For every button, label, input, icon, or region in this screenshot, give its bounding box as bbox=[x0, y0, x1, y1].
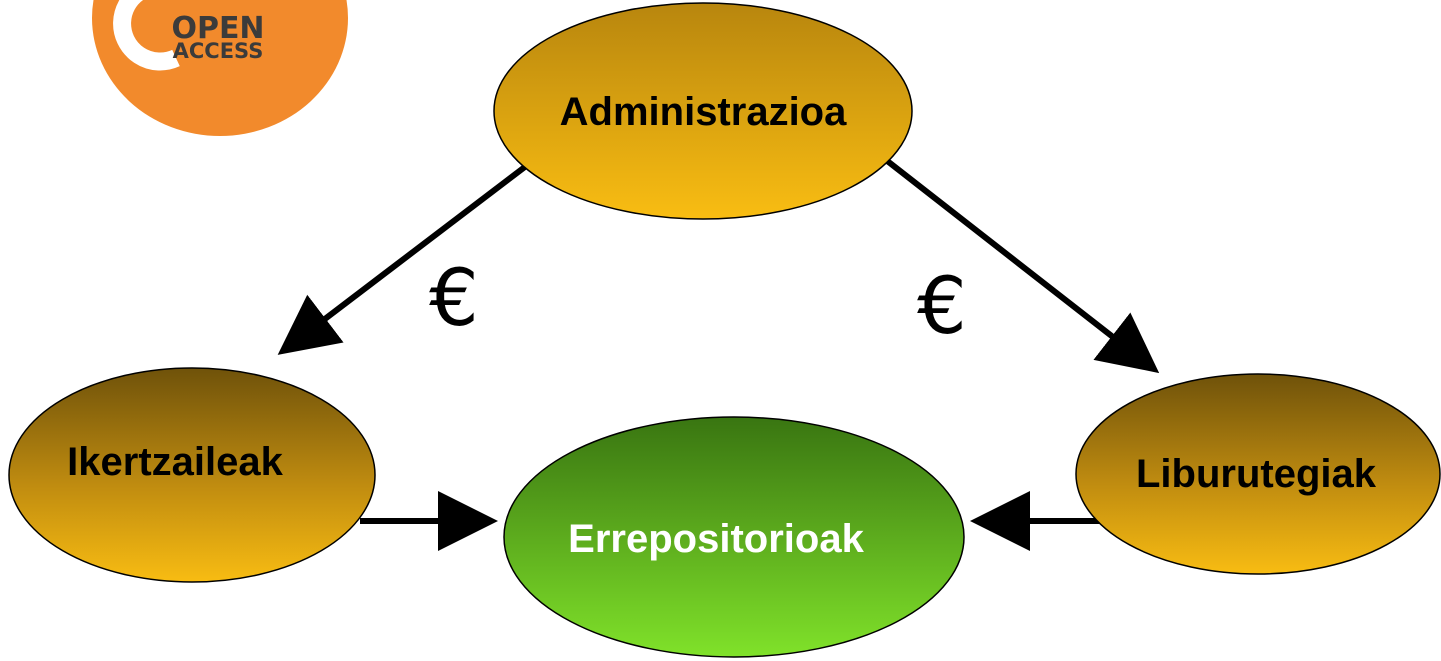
node-admin-label: Administrazioa bbox=[560, 90, 847, 134]
node-researchers-label: Ikertzaileak bbox=[67, 440, 283, 484]
node-researchers: Ikertzaileak bbox=[8, 367, 376, 583]
arrow-admin-to-libraries bbox=[884, 157, 1160, 374]
euro-left-icon: € bbox=[429, 254, 479, 344]
euro-right-icon: € bbox=[917, 262, 967, 352]
node-researchers-shape bbox=[8, 367, 376, 583]
node-repositories-label: Errepositorioak bbox=[568, 517, 864, 561]
node-repositories: Errepositorioak bbox=[503, 416, 965, 658]
logo-access-text: ACCESS bbox=[173, 39, 264, 63]
logo-disc bbox=[92, 0, 348, 136]
node-admin: Administrazioa bbox=[493, 2, 913, 220]
node-libraries-label: Liburutegiak bbox=[1136, 452, 1377, 496]
node-libraries: Liburutegiak bbox=[1075, 373, 1441, 575]
node-admin-shape bbox=[493, 2, 913, 220]
logo-open-text: OPEN bbox=[171, 11, 264, 46]
arrow-admin-to-researchers bbox=[277, 157, 536, 355]
open-access-logo: OPEN ACCESS bbox=[92, 0, 348, 136]
node-repositories-shape bbox=[503, 416, 965, 658]
arrows bbox=[277, 157, 1160, 551]
logo-ring-icon bbox=[113, 0, 180, 71]
node-libraries-shape bbox=[1075, 373, 1441, 575]
